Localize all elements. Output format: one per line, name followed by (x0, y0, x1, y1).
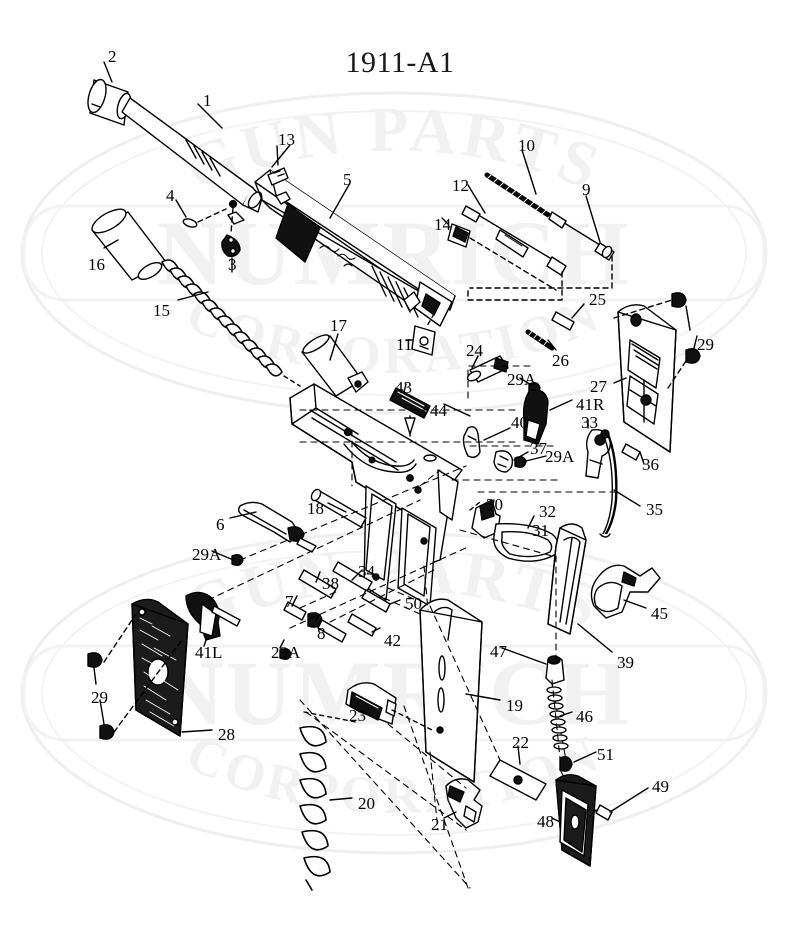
callout-9: 9 (582, 180, 591, 199)
callout-30: 30 (486, 495, 503, 514)
part-25-plunger (551, 311, 575, 331)
callout-36: 36 (642, 455, 659, 474)
part-28-grip-panel-left (131, 598, 189, 737)
callout-42: 42 (384, 631, 401, 650)
callout-12: 12 (452, 176, 469, 195)
callout-39: 39 (617, 653, 634, 672)
part-20-magazine-spring (299, 725, 331, 891)
callout-35: 35 (646, 500, 663, 519)
callout-2: 2 (108, 47, 117, 66)
callout-29-left: 29 (91, 688, 108, 707)
callout-46: 46 (576, 707, 593, 726)
callout-34: 34 (358, 562, 375, 581)
callout-24: 24 (466, 341, 483, 360)
part-36-pin (621, 443, 641, 461)
part-48-housing-assembly (555, 773, 597, 867)
part-14-extractor (447, 223, 471, 248)
callout-21: 21 (431, 815, 448, 834)
callout-49: 49 (652, 777, 669, 796)
callout-27: 27 (590, 377, 607, 396)
callout-6: 6 (216, 515, 225, 534)
part-41L-thumb-safety-left (185, 591, 241, 641)
part-40-disconnector (462, 426, 481, 459)
part-2-barrel-bushing (87, 78, 132, 126)
callout-33: 33 (581, 413, 598, 432)
callout-28: 28 (218, 725, 235, 744)
callout-29A-top: 29A (507, 370, 537, 389)
callout-1: 1 (203, 91, 212, 110)
callout-29A-mid: 29A (545, 447, 575, 466)
callout-18: 18 (307, 499, 324, 518)
callout-15: 15 (153, 301, 170, 320)
diagram-title: 1911-A1 (345, 46, 455, 79)
part-27-grip-panel-right (617, 304, 677, 453)
callout-13: 13 (278, 130, 295, 149)
part-1-barrel (121, 97, 263, 225)
callout-26: 26 (552, 351, 569, 370)
callout-22: 22 (512, 733, 529, 752)
callout-41R: 41R (576, 395, 605, 414)
callout-10: 10 (518, 136, 535, 155)
part-42-pin (347, 613, 377, 637)
callout-41L: 41L (195, 643, 223, 662)
callout-38: 38 (322, 574, 339, 593)
callout-51: 51 (597, 745, 614, 764)
callout-7: 7 (285, 592, 294, 611)
callout-29A-low: 29A (271, 643, 301, 662)
callout-8: 8 (317, 624, 326, 643)
callout-29A-left: 29A (192, 545, 222, 564)
part-5-slide (254, 167, 456, 327)
callout-19: 19 (506, 696, 523, 715)
callout-44: 44 (430, 401, 447, 420)
callout-23: 23 (349, 706, 366, 725)
callout-32: 32 (539, 502, 556, 521)
callout-25: 25 (589, 290, 606, 309)
callout-20: 20 (358, 794, 375, 813)
part-19-magazine-body (419, 598, 483, 783)
callout-50: 50 (405, 594, 422, 613)
part-26-plunger-spring (525, 329, 555, 351)
part-10-firing-pin-spring (484, 171, 559, 223)
part-21-magazine-catch (445, 778, 483, 829)
callout-45: 45 (651, 604, 668, 623)
part-11-firing-pin-stop (411, 325, 436, 356)
part-15-recoil-spring (161, 259, 283, 377)
callout-4: 4 (166, 186, 175, 205)
callout-16: 16 (88, 255, 105, 274)
part-37-sear (493, 450, 514, 473)
part-6-slide-stop (237, 501, 317, 553)
part-4-link-pin (175, 199, 198, 228)
part-22-magazine-base-plate (489, 759, 547, 801)
part-29-grip-screws-right (671, 292, 701, 364)
callout-11: 11 (396, 335, 413, 354)
callout-17: 17 (330, 316, 347, 335)
callout-3: 3 (228, 255, 237, 274)
callout-31: 31 (532, 521, 549, 540)
callout-48: 48 (537, 812, 554, 831)
part-47-mainspring-cap (545, 655, 565, 685)
callout-40: 40 (511, 413, 528, 432)
callout-37: 37 (530, 439, 547, 458)
callout-5: 5 (343, 170, 352, 189)
callout-29: 29 (697, 335, 714, 354)
part-24-plunger-tube (466, 355, 509, 383)
part-9-firing-pin (548, 211, 615, 261)
callout-43: 43 (395, 378, 412, 397)
callout-14: 14 (434, 215, 451, 234)
part-51-retainer-pin (559, 756, 573, 772)
part-46-mainspring-coil (546, 683, 569, 761)
callout-47: 47 (490, 642, 507, 661)
part-45-grip-safety (590, 564, 661, 619)
